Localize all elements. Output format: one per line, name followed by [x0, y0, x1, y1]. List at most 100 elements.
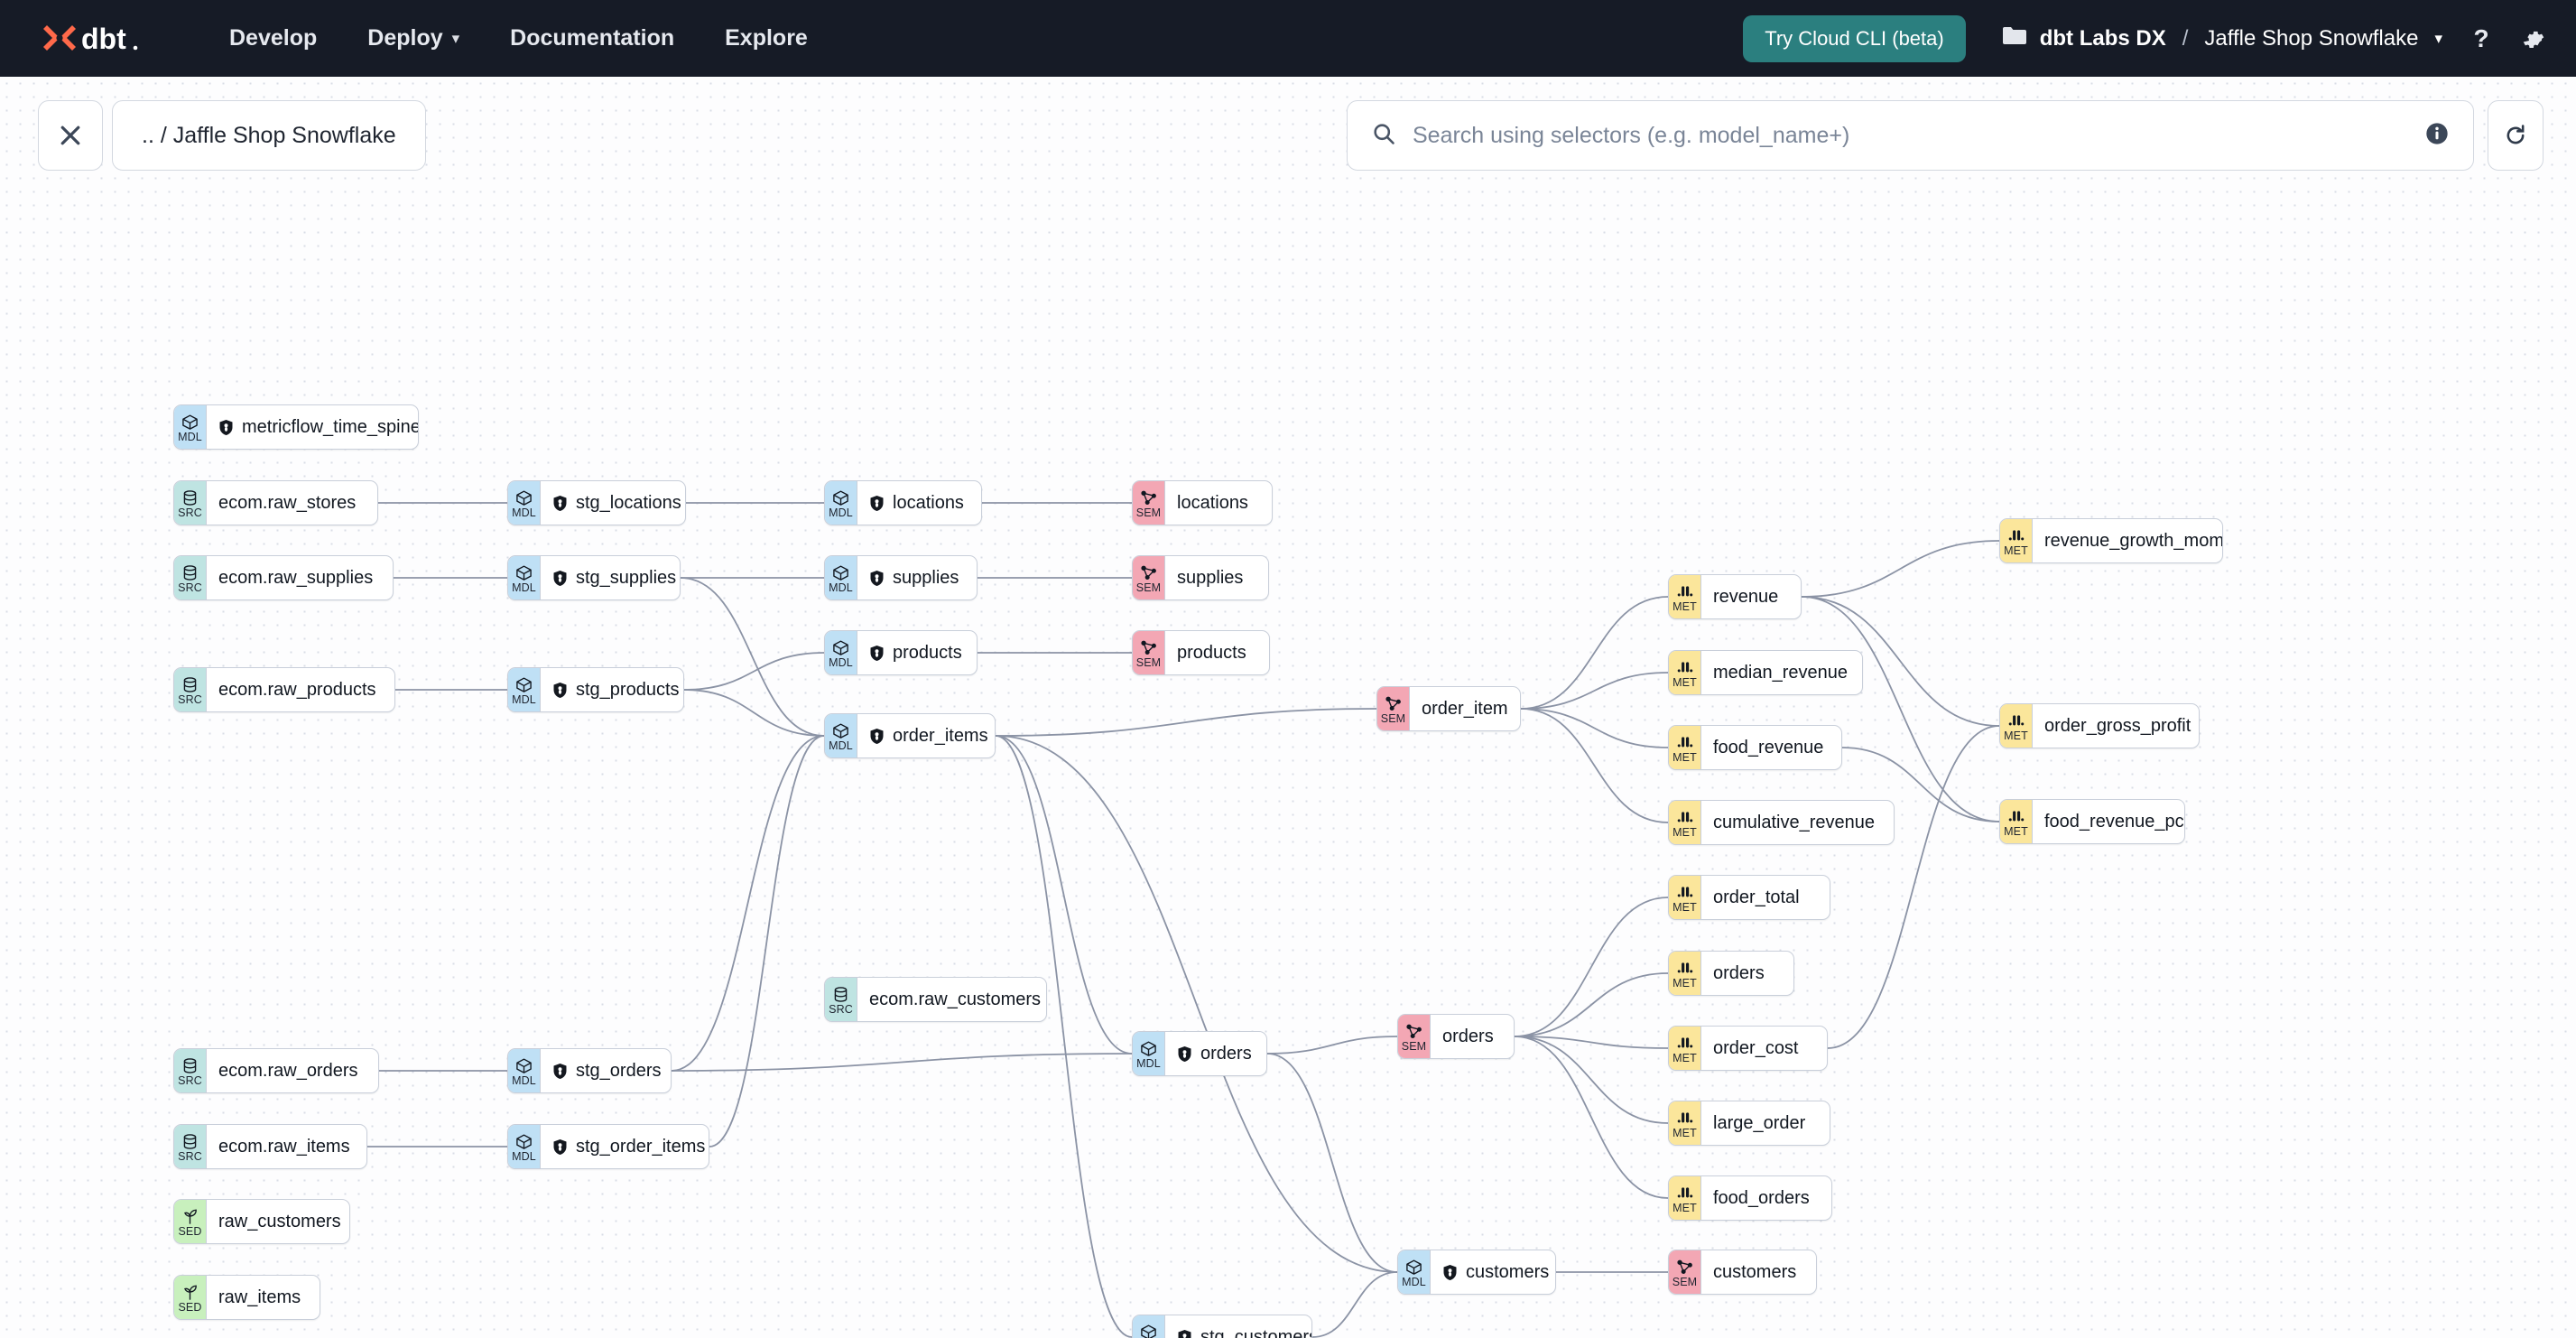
shield-icon: [552, 1063, 568, 1080]
seedling-icon: SED: [174, 1276, 207, 1319]
node-label: median_revenue: [1713, 662, 1848, 683]
nav-link-explore[interactable]: Explore: [700, 16, 833, 60]
breadcrumb[interactable]: .. / Jaffle Shop Snowflake: [112, 100, 426, 171]
shield-icon: [869, 570, 885, 587]
node-type-glyph: [831, 639, 850, 656]
database-icon: SRC: [174, 556, 207, 599]
node-body: locations: [857, 481, 981, 525]
node-type-label: MET: [2004, 825, 2028, 838]
bar-chart-icon: MET: [1669, 1027, 1701, 1070]
database-icon: SRC: [174, 481, 207, 525]
node-type-label: SRC: [178, 581, 202, 594]
help-button[interactable]: ?: [2469, 25, 2493, 52]
account-project-name: Jaffle Shop Snowflake: [2204, 25, 2419, 51]
node-body: products: [857, 631, 977, 674]
cube-icon: MDL: [174, 405, 207, 449]
graph-node-src_raw_products[interactable]: SRC ecom.raw_products: [173, 667, 395, 712]
refresh-icon[interactable]: [2488, 100, 2544, 171]
node-body: stg_customers: [1165, 1315, 1311, 1338]
cube-icon: MDL: [1133, 1315, 1165, 1338]
bar-chart-icon: MET: [2000, 800, 2033, 843]
try-cloud-cli-button[interactable]: Try Cloud CLI (beta): [1743, 14, 1966, 62]
node-type-glyph: [831, 722, 850, 739]
node-label: order_cost: [1713, 1037, 1799, 1058]
node-label: ecom.raw_products: [218, 679, 376, 700]
shield-icon: [552, 495, 568, 512]
node-body: ecom.raw_items: [207, 1125, 366, 1168]
svg-text:?: ?: [2473, 25, 2488, 52]
search-input[interactable]: [1413, 122, 2408, 149]
search-bar[interactable]: [1347, 100, 2474, 171]
node-type-label: MET: [1673, 676, 1697, 689]
chevron-down-icon: ▾: [451, 29, 460, 47]
nav-link-develop[interactable]: Develop: [204, 16, 342, 60]
gear-icon[interactable]: [2520, 26, 2545, 51]
node-body: locations: [1165, 481, 1272, 525]
shield-icon: [1177, 1045, 1192, 1063]
node-label: ecom.raw_stores: [218, 492, 357, 513]
node-label: products: [893, 642, 962, 663]
graph-node-src_raw_stores[interactable]: SRC ecom.raw_stores: [173, 480, 378, 525]
account-selector[interactable]: dbt Labs DX / Jaffle Shop Snowflake ▾: [2002, 25, 2442, 51]
node-type-glyph: [181, 413, 199, 431]
node-label: ecom.raw_supplies: [218, 567, 374, 588]
node-label: ecom.raw_items: [218, 1136, 350, 1157]
node-label: order_items: [893, 725, 988, 746]
info-icon[interactable]: [2424, 121, 2450, 151]
graph-node-src_raw_supplies[interactable]: SRC ecom.raw_supplies: [173, 555, 394, 600]
node-type-glyph: [181, 1057, 199, 1074]
nav-link-deploy[interactable]: Deploy ▾: [342, 16, 485, 60]
node-body: customers: [1701, 1250, 1816, 1294]
database-icon: SRC: [174, 668, 207, 711]
node-body: orders: [1431, 1015, 1514, 1058]
nav-link-documentation[interactable]: Documentation: [485, 16, 700, 60]
graph-node-met_order_cost[interactable]: MET order_cost: [1668, 1026, 1828, 1071]
node-type-glyph: [1675, 1185, 1694, 1202]
graph-edge: [709, 735, 825, 1148]
dbt-logo[interactable]: dbt: [42, 19, 139, 59]
node-label: products: [1177, 642, 1246, 663]
graph-node-met_median_revenue[interactable]: MET median_revenue: [1668, 650, 1863, 695]
node-type-glyph: [1139, 1324, 1158, 1338]
close-icon[interactable]: [38, 100, 103, 171]
node-label: large_order: [1713, 1112, 1806, 1133]
cube-icon: MDL: [1133, 1032, 1165, 1075]
node-body: supplies: [857, 556, 977, 599]
